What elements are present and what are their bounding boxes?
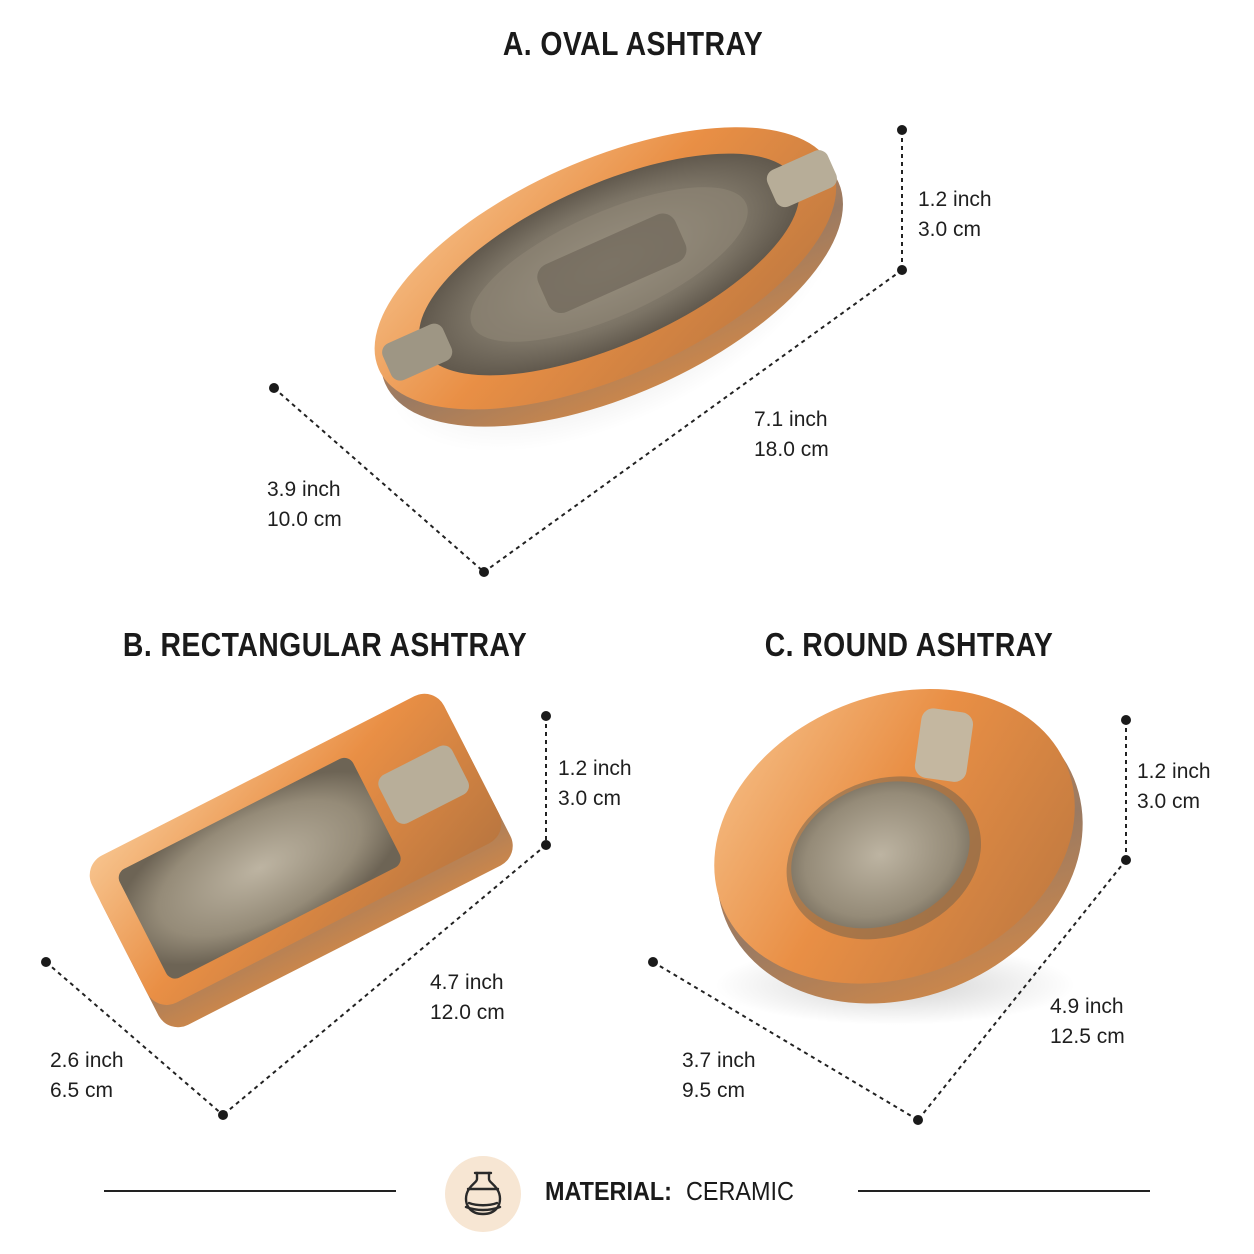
round-width-line xyxy=(652,961,919,1121)
oval-width-inch: 3.9 inch xyxy=(267,478,341,501)
rect-length-cm: 12.0 cm xyxy=(430,1001,505,1024)
footer-divider-right xyxy=(858,1190,1150,1192)
round-length-cm: 12.5 cm xyxy=(1050,1025,1125,1048)
oval-height-cm: 3.0 cm xyxy=(918,218,982,241)
rect-height-cm: 3.0 cm xyxy=(558,787,622,810)
oval-width-cm: 10.0 cm xyxy=(267,508,342,531)
rect-height-inch: 1.2 inch xyxy=(558,757,632,780)
oval-ashtray-image xyxy=(374,127,843,453)
rect-width-line xyxy=(45,961,224,1116)
round-height-label: 1.2 inch 3.0 cm xyxy=(1137,757,1211,817)
rect-width-cm: 6.5 cm xyxy=(50,1079,114,1102)
oval-length-cm: 18.0 cm xyxy=(754,438,829,461)
oval-length-line xyxy=(483,269,903,573)
round-length-inch: 4.9 inch xyxy=(1050,995,1124,1018)
round-height-cm: 3.0 cm xyxy=(1137,790,1201,813)
rect-width-inch: 2.6 inch xyxy=(50,1049,124,1072)
round-ashtray-title: C. ROUND ASHTRAY xyxy=(764,626,1054,663)
material-label: MATERIAL: xyxy=(545,1176,672,1206)
ceramic-vase-icon xyxy=(445,1156,521,1232)
oval-ashtray-title: A. OVAL ASHTRAY xyxy=(502,25,764,62)
rect-width-label: 2.6 inch 6.5 cm xyxy=(50,1046,124,1106)
oval-height-label: 1.2 inch 3.0 cm xyxy=(918,185,992,245)
oval-length-label: 7.1 inch 18.0 cm xyxy=(754,405,829,465)
oval-width-line xyxy=(273,387,485,573)
round-width-inch: 3.7 inch xyxy=(682,1049,756,1072)
dimension-endpoints xyxy=(41,125,1131,1125)
round-width-label: 3.7 inch 9.5 cm xyxy=(682,1046,756,1106)
rect-height-label: 1.2 inch 3.0 cm xyxy=(558,754,632,814)
footer-divider-left xyxy=(104,1190,396,1192)
rect-length-inch: 4.7 inch xyxy=(430,971,504,994)
oval-length-inch: 7.1 inch xyxy=(754,408,828,431)
dimension-lines xyxy=(45,130,1127,1121)
rect-length-line xyxy=(222,844,547,1116)
oval-height-inch: 1.2 inch xyxy=(918,188,992,211)
material-value: CERAMIC xyxy=(686,1176,794,1206)
round-ashtray-image xyxy=(714,688,1083,1025)
rectangular-ashtray-title: B. RECTANGULAR ASHTRAY xyxy=(122,626,528,663)
round-length-label: 4.9 inch 12.5 cm xyxy=(1050,992,1125,1052)
round-height-inch: 1.2 inch xyxy=(1137,760,1211,783)
rectangular-ashtray-image xyxy=(89,693,513,1028)
round-width-cm: 9.5 cm xyxy=(682,1079,746,1102)
rect-length-label: 4.7 inch 12.0 cm xyxy=(430,968,505,1028)
oval-width-label: 3.9 inch 10.0 cm xyxy=(267,475,342,535)
